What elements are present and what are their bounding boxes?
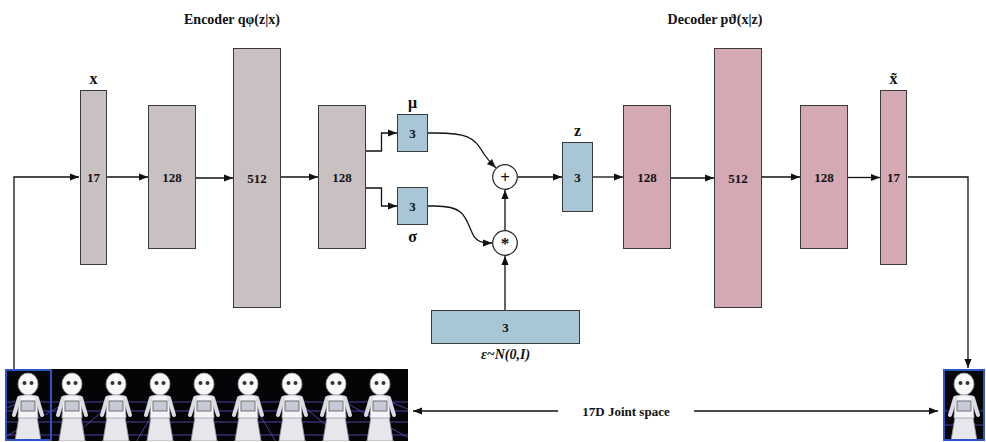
data-flow-arrow — [366, 133, 397, 151]
layer-box: 128 — [148, 105, 196, 249]
circle-outline — [493, 231, 518, 256]
robot-figure — [278, 373, 306, 441]
section-title: Decoder pϑ(x|z) — [666, 12, 765, 28]
data-flow-arrow — [518, 176, 562, 177]
layer-symbol: σ — [408, 229, 417, 245]
span-arrow — [694, 410, 938, 411]
data-flow-arrow — [107, 176, 148, 177]
operator-symbol: + — [500, 169, 510, 186]
operator-circle: + — [492, 164, 518, 190]
layer-symbol: x̃ — [890, 71, 898, 87]
robot-figure — [950, 373, 978, 441]
layer-size: 17 — [87, 171, 100, 184]
section-title: Encoder qφ(z|x) — [182, 12, 282, 28]
span-arrow — [413, 410, 558, 411]
layer-symbol: z — [574, 123, 581, 139]
pose-strip — [5, 369, 408, 441]
layer-box: 3σ — [397, 187, 428, 225]
operator-symbol: * — [501, 235, 510, 252]
layer-size: 128 — [637, 171, 657, 184]
operator-circle: * — [492, 230, 518, 256]
layer-box: 128 — [800, 105, 848, 249]
data-flow-arrow — [504, 256, 505, 310]
layer-size: 3 — [574, 171, 581, 184]
data-flow-arrow — [671, 177, 714, 178]
layer-box: z3 — [562, 142, 593, 212]
layer-box: 128 — [623, 105, 671, 249]
data-flow-arrow — [504, 190, 505, 230]
robot-figure — [366, 373, 394, 441]
data-flow-arrow — [848, 177, 880, 178]
data-flow-arrow — [366, 188, 397, 206]
output-image — [943, 369, 985, 441]
layer-symbol: ε~N(0,I) — [481, 348, 530, 362]
data-flow-arrow — [428, 206, 492, 243]
layer-box: 512 — [233, 48, 281, 308]
data-flow-arrow — [762, 176, 800, 177]
selection-frame — [6, 370, 51, 440]
layer-box: μ3 — [397, 114, 428, 152]
layer-size: 512 — [728, 172, 748, 185]
layer-size: 3 — [409, 200, 416, 213]
robot-figure — [146, 373, 174, 441]
robot-figure — [322, 373, 350, 441]
axis-label: 17D Joint space — [580, 404, 671, 419]
layer-size: 512 — [247, 172, 267, 185]
data-flow-arrow — [593, 176, 623, 177]
layer-size: 128 — [162, 171, 182, 184]
layer-box: 128 — [318, 105, 366, 249]
layer-box: 512 — [714, 48, 762, 308]
data-flow-arrow — [196, 177, 233, 178]
robot-figure — [14, 373, 42, 441]
layer-size: 3 — [409, 127, 416, 140]
robot-figure — [58, 373, 86, 441]
robot-poses — [14, 373, 394, 441]
layer-size: 3 — [502, 321, 509, 334]
layer-symbol: x — [90, 71, 98, 87]
selection-frame — [944, 370, 984, 440]
circle-outline — [493, 165, 518, 190]
layer-box: x̃17 — [880, 90, 907, 265]
robot-figure — [190, 373, 218, 441]
layer-box: 3ε~N(0,I) — [431, 310, 580, 344]
output-arrow — [908, 177, 968, 368]
data-flow-arrow — [428, 133, 496, 168]
layer-size: 17 — [887, 171, 900, 184]
layer-box: x17 — [80, 90, 107, 265]
robot-figure — [234, 373, 262, 441]
layer-symbol: μ — [408, 95, 417, 111]
data-flow-arrow — [281, 176, 318, 177]
input-arrow — [14, 177, 79, 369]
robot-figure — [102, 373, 130, 441]
layer-size: 128 — [332, 171, 352, 184]
layer-size: 128 — [814, 171, 834, 184]
